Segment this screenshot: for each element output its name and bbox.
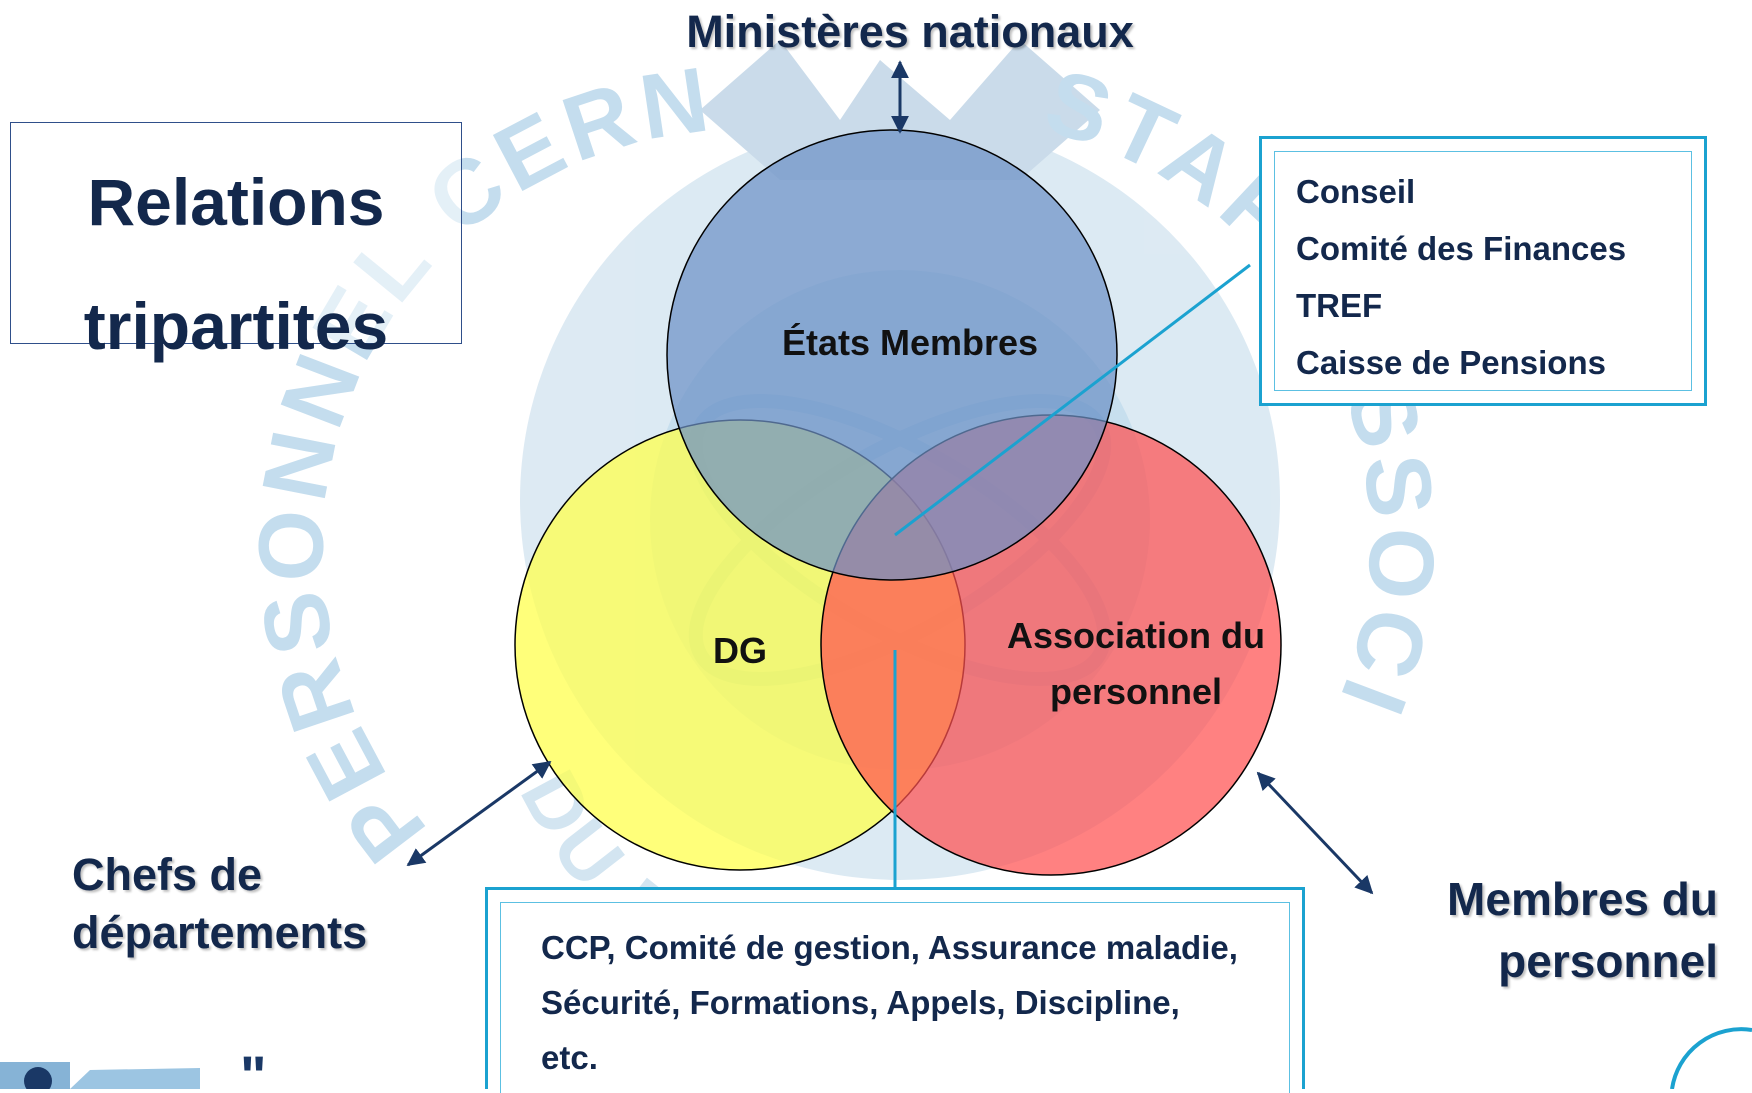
list-item: Caisse de Pensions	[1296, 344, 1606, 381]
box-joint-bodies-text: CCP, Comité de gestion, Assurance maladi…	[541, 929, 1238, 1076]
title-box	[10, 122, 462, 344]
diagram-title: Relations tripartites	[10, 140, 462, 388]
association-line-2: personnel	[1049, 671, 1223, 712]
label-ministeres: Ministères nationaux	[686, 6, 1134, 57]
title-line-1: Relations	[87, 165, 385, 239]
label-membres-personnel: Membres du personnel	[1447, 868, 1718, 992]
svg-text:": "	[240, 1044, 267, 1089]
list-item: Conseil	[1296, 173, 1416, 210]
logo-bottom-left: "	[0, 1044, 267, 1089]
circle-label-association: Association du personnel	[966, 608, 1306, 720]
box-inner-border	[500, 902, 1290, 1093]
arrow-right	[1256, 771, 1374, 895]
arrow-left	[406, 760, 552, 867]
circle-label-etats-membres: États Membres	[781, 322, 1039, 363]
label-chefs-departements: Chefs de départements	[72, 846, 367, 962]
circle-label-dg: DG	[713, 630, 767, 671]
logo-bottom-right	[1670, 1027, 1752, 1089]
label-chefs-line-1: Chefs de	[72, 849, 263, 900]
label-chefs-line-2: départements	[72, 907, 368, 958]
box-joint-bodies: CCP, Comité de gestion, Assurance maladi…	[485, 887, 1305, 1093]
list-item: Comité des Finances	[1296, 230, 1627, 267]
title-line-2: tripartites	[83, 289, 389, 363]
association-line-1: Association du	[1006, 615, 1266, 656]
box-items: Conseil Comité des Finances TREF Caisse …	[1296, 163, 1626, 391]
label-membres-line-1: Membres du	[1447, 873, 1718, 925]
box-inner-border	[1274, 151, 1692, 391]
box-member-states-bodies: Conseil Comité des Finances TREF Caisse …	[1259, 136, 1707, 406]
list-item: TREF	[1296, 287, 1383, 324]
label-membres-line-2: personnel	[1498, 935, 1718, 987]
connector-top-right	[894, 263, 1251, 537]
